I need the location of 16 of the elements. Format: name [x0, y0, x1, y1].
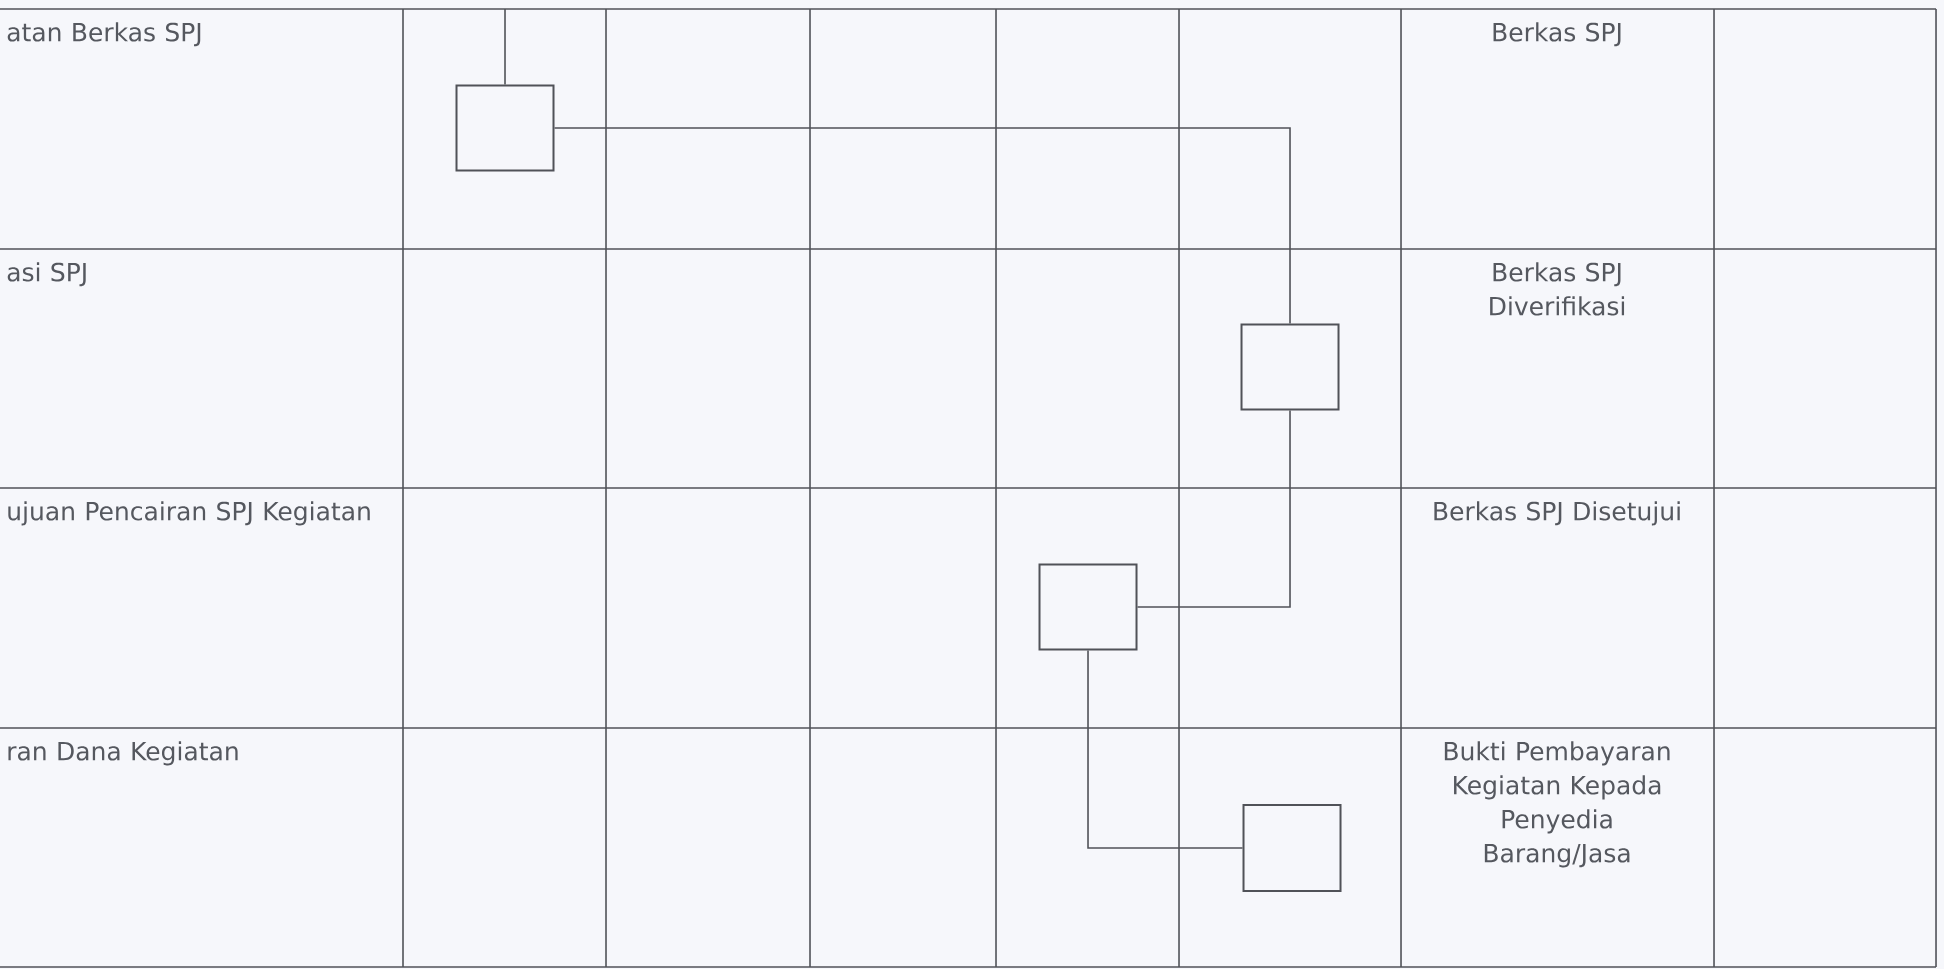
connector-line [504, 8, 506, 86]
cell-text: atan Berkas SPJ [7, 22, 201, 47]
cell-text: ran Dana Kegiatan [8, 741, 238, 766]
cell-text: asi SPJ [7, 262, 86, 287]
process-box [1242, 804, 1342, 892]
cell-text: Berkas SPJ [1493, 22, 1621, 47]
process-box [455, 84, 555, 172]
cell-text: Berkas SPJ Disetujui [1434, 501, 1680, 526]
connector-line [1136, 409, 1291, 608]
process-box [1038, 563, 1138, 651]
cell-text: Berkas SPJ Diverifikasi [1490, 262, 1625, 316]
connector-line [553, 127, 1291, 325]
cell-text: ujuan Pencairan SPJ Kegiatan [8, 501, 370, 526]
connector-line [1087, 649, 1244, 849]
cell-text: Bukti Pembayaran Kegiatan Kepada Penyedia Barang/Jasa [1444, 741, 1670, 868]
process-box [1240, 323, 1340, 411]
